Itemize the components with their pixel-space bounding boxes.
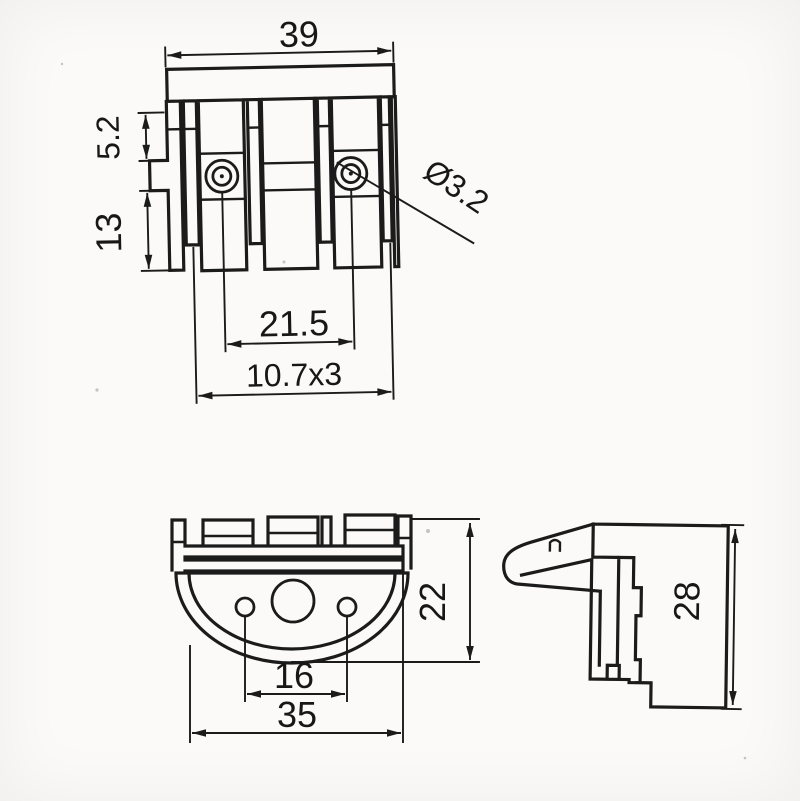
speck (95, 388, 99, 392)
speck (426, 529, 430, 533)
center-hole (270, 578, 316, 624)
dim-22-label: 22 (412, 582, 453, 622)
dim-39-line (167, 47, 392, 59)
bottom-view-dimensions: 16 35 22 (189, 518, 480, 743)
side-view-outline (502, 522, 730, 710)
extension-lines (720, 523, 745, 711)
left-hole-center-mark (219, 174, 224, 179)
bottom-view-holes (234, 578, 358, 624)
side-view: 28 (502, 522, 745, 711)
extension-lines (137, 41, 395, 404)
dim-21_5-line (227, 338, 353, 348)
front-view: 39 5.2 13 21.5 10.7x3 Ø3.2 (88, 13, 496, 404)
speck (60, 62, 64, 66)
bottom-view: 16 35 22 (170, 513, 480, 743)
front-view-outline (147, 63, 401, 273)
dim-5_2-label: 5.2 (90, 115, 127, 160)
left-hole (211, 165, 233, 187)
dim-10_7x3-line (198, 388, 392, 400)
left-small-hole (234, 596, 256, 618)
dim-28-label: 28 (666, 581, 708, 622)
dim-5_2-line (142, 114, 150, 159)
scan-specks (60, 62, 747, 760)
clip-notch (548, 538, 562, 552)
dim-10_7x3-label: 10.7x3 (246, 356, 343, 394)
extension-lines (189, 518, 480, 743)
speck (282, 260, 286, 264)
right-hole (340, 163, 362, 184)
dim-hole-diameter-label: Ø3.2 (418, 152, 496, 221)
right-hole-center-mark (348, 171, 353, 176)
bottom-view-detail-lines (170, 528, 413, 544)
front-view-dimensions: 39 5.2 13 21.5 10.7x3 Ø3.2 (88, 13, 496, 404)
dim-39-label: 39 (278, 13, 319, 55)
dim-13-label: 13 (88, 212, 130, 253)
dim-28-line (729, 529, 739, 706)
dim-13-line (143, 192, 153, 269)
speck (743, 756, 747, 760)
dim-35-label: 35 (277, 694, 317, 735)
right-small-hole (336, 596, 358, 618)
side-view-dimensions: 28 (666, 523, 745, 711)
dim-16-label: 16 (274, 655, 314, 696)
diameter-leader-line (336, 161, 475, 245)
dim-21_5-label: 21.5 (258, 302, 329, 344)
